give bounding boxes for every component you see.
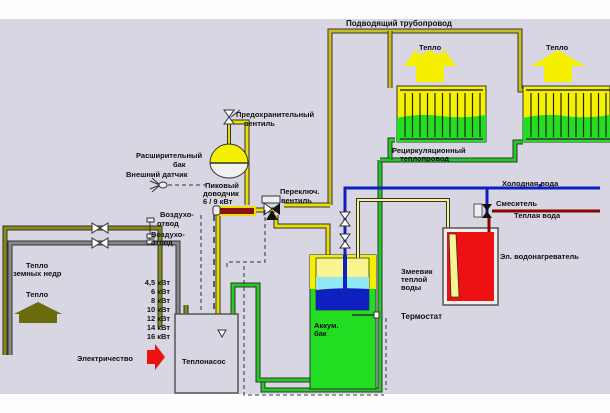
heat-arrow-1	[403, 48, 457, 82]
heat-pump-valve-icon	[217, 329, 227, 339]
label-peak-heater-1: Пиковый	[205, 181, 239, 190]
label-coil-2: теплой	[401, 275, 428, 284]
power-rating-item: 12 кВт	[146, 314, 170, 323]
peak-heater	[218, 206, 256, 216]
earth-valve-1-icon	[91, 222, 109, 234]
label-accumulator-1: Аккум.	[314, 321, 339, 330]
label-air-vent-2b: отвод	[151, 238, 173, 247]
label-water-heater: Эл. водонагреватель	[500, 252, 579, 261]
thermostat-sensor-icon	[373, 311, 380, 319]
label-cold-water: Холодная вода	[502, 179, 559, 188]
electric-water-heater	[442, 218, 499, 306]
label-heat-pump: Теплонасос	[182, 357, 226, 366]
label-thermostat: Термостат	[401, 312, 443, 321]
label-switch-valve-2: вентиль	[281, 196, 312, 205]
power-rating-item: 8 кВт	[151, 296, 170, 305]
label-earth-heat-arrow: Тепло	[26, 290, 49, 299]
label-coil-1: Змеевик	[401, 267, 433, 276]
label-peak-heater-3: 6 / 9 кВт	[203, 197, 233, 206]
label-switch-valve-1: Переключ.	[280, 187, 320, 196]
label-electricity: Электричество	[77, 354, 133, 363]
label-peak-heater-2: доводчик	[203, 189, 239, 198]
label-heat-2: Тепло	[546, 43, 569, 52]
label-external-sensor: Внешний датчик	[126, 170, 188, 179]
label-recirculation-2: теплопровод	[400, 154, 450, 163]
air-vent-icons	[146, 205, 221, 245]
label-air-vent-1b: отвод	[157, 219, 179, 228]
warm-coil-pipe	[356, 198, 450, 258]
label-air-vent-2a: Воздухо-	[151, 230, 185, 239]
cold-water-valves	[339, 211, 351, 249]
label-supply-pipeline: Подводящий трубопровод	[346, 19, 453, 28]
label-heat-1: Тепло	[419, 43, 442, 52]
power-rating-item: 10 кВт	[146, 305, 170, 314]
power-rating-item: 6 кВт	[151, 287, 170, 296]
label-accumulator-2: бак	[314, 329, 327, 338]
label-safety-valve-1: Предохранительный	[236, 110, 315, 119]
earth-heat-arrow	[14, 302, 62, 323]
external-sensor-icon	[149, 177, 168, 193]
radiator-1	[396, 85, 487, 143]
label-air-vent-1a: Воздухо-	[160, 210, 194, 219]
heat-pump-box	[174, 313, 239, 394]
label-safety-valve-2: вентиль	[244, 119, 275, 128]
earth-valve-2-icon	[91, 237, 109, 249]
electricity-arrow	[147, 344, 165, 370]
label-expansion-tank-2: бак	[173, 160, 186, 169]
switch-valve-icon	[261, 195, 281, 220]
expansion-tank-icon	[209, 143, 249, 179]
radiator-2	[522, 85, 610, 143]
mixer-icon	[473, 203, 492, 218]
top-margin	[0, 0, 610, 19]
power-rating-item: 14 кВт	[146, 323, 170, 332]
supply-pipeline	[284, 28, 527, 208]
label-earth-heat-2: земных недр	[13, 269, 62, 278]
control-lines	[168, 184, 387, 396]
safety-valve-icon	[223, 109, 241, 125]
label-earth-heat-1: Тепло	[26, 261, 49, 270]
label-coil-3: воды	[401, 283, 422, 292]
cold-water-inlet	[343, 255, 347, 310]
recirculation-pipeline	[230, 137, 523, 393]
power-rating-item: 16 кВт	[146, 332, 170, 341]
label-warm-water: Теплая вода	[514, 211, 561, 220]
label-recirculation-1: Рециркуляционный	[392, 146, 466, 155]
heat-arrow-2	[531, 50, 585, 82]
power-rating-item: 4,5 кВт	[144, 278, 170, 287]
label-expansion-tank-1: Расширительный	[136, 151, 203, 160]
label-mixer: Смеситель	[496, 199, 538, 208]
